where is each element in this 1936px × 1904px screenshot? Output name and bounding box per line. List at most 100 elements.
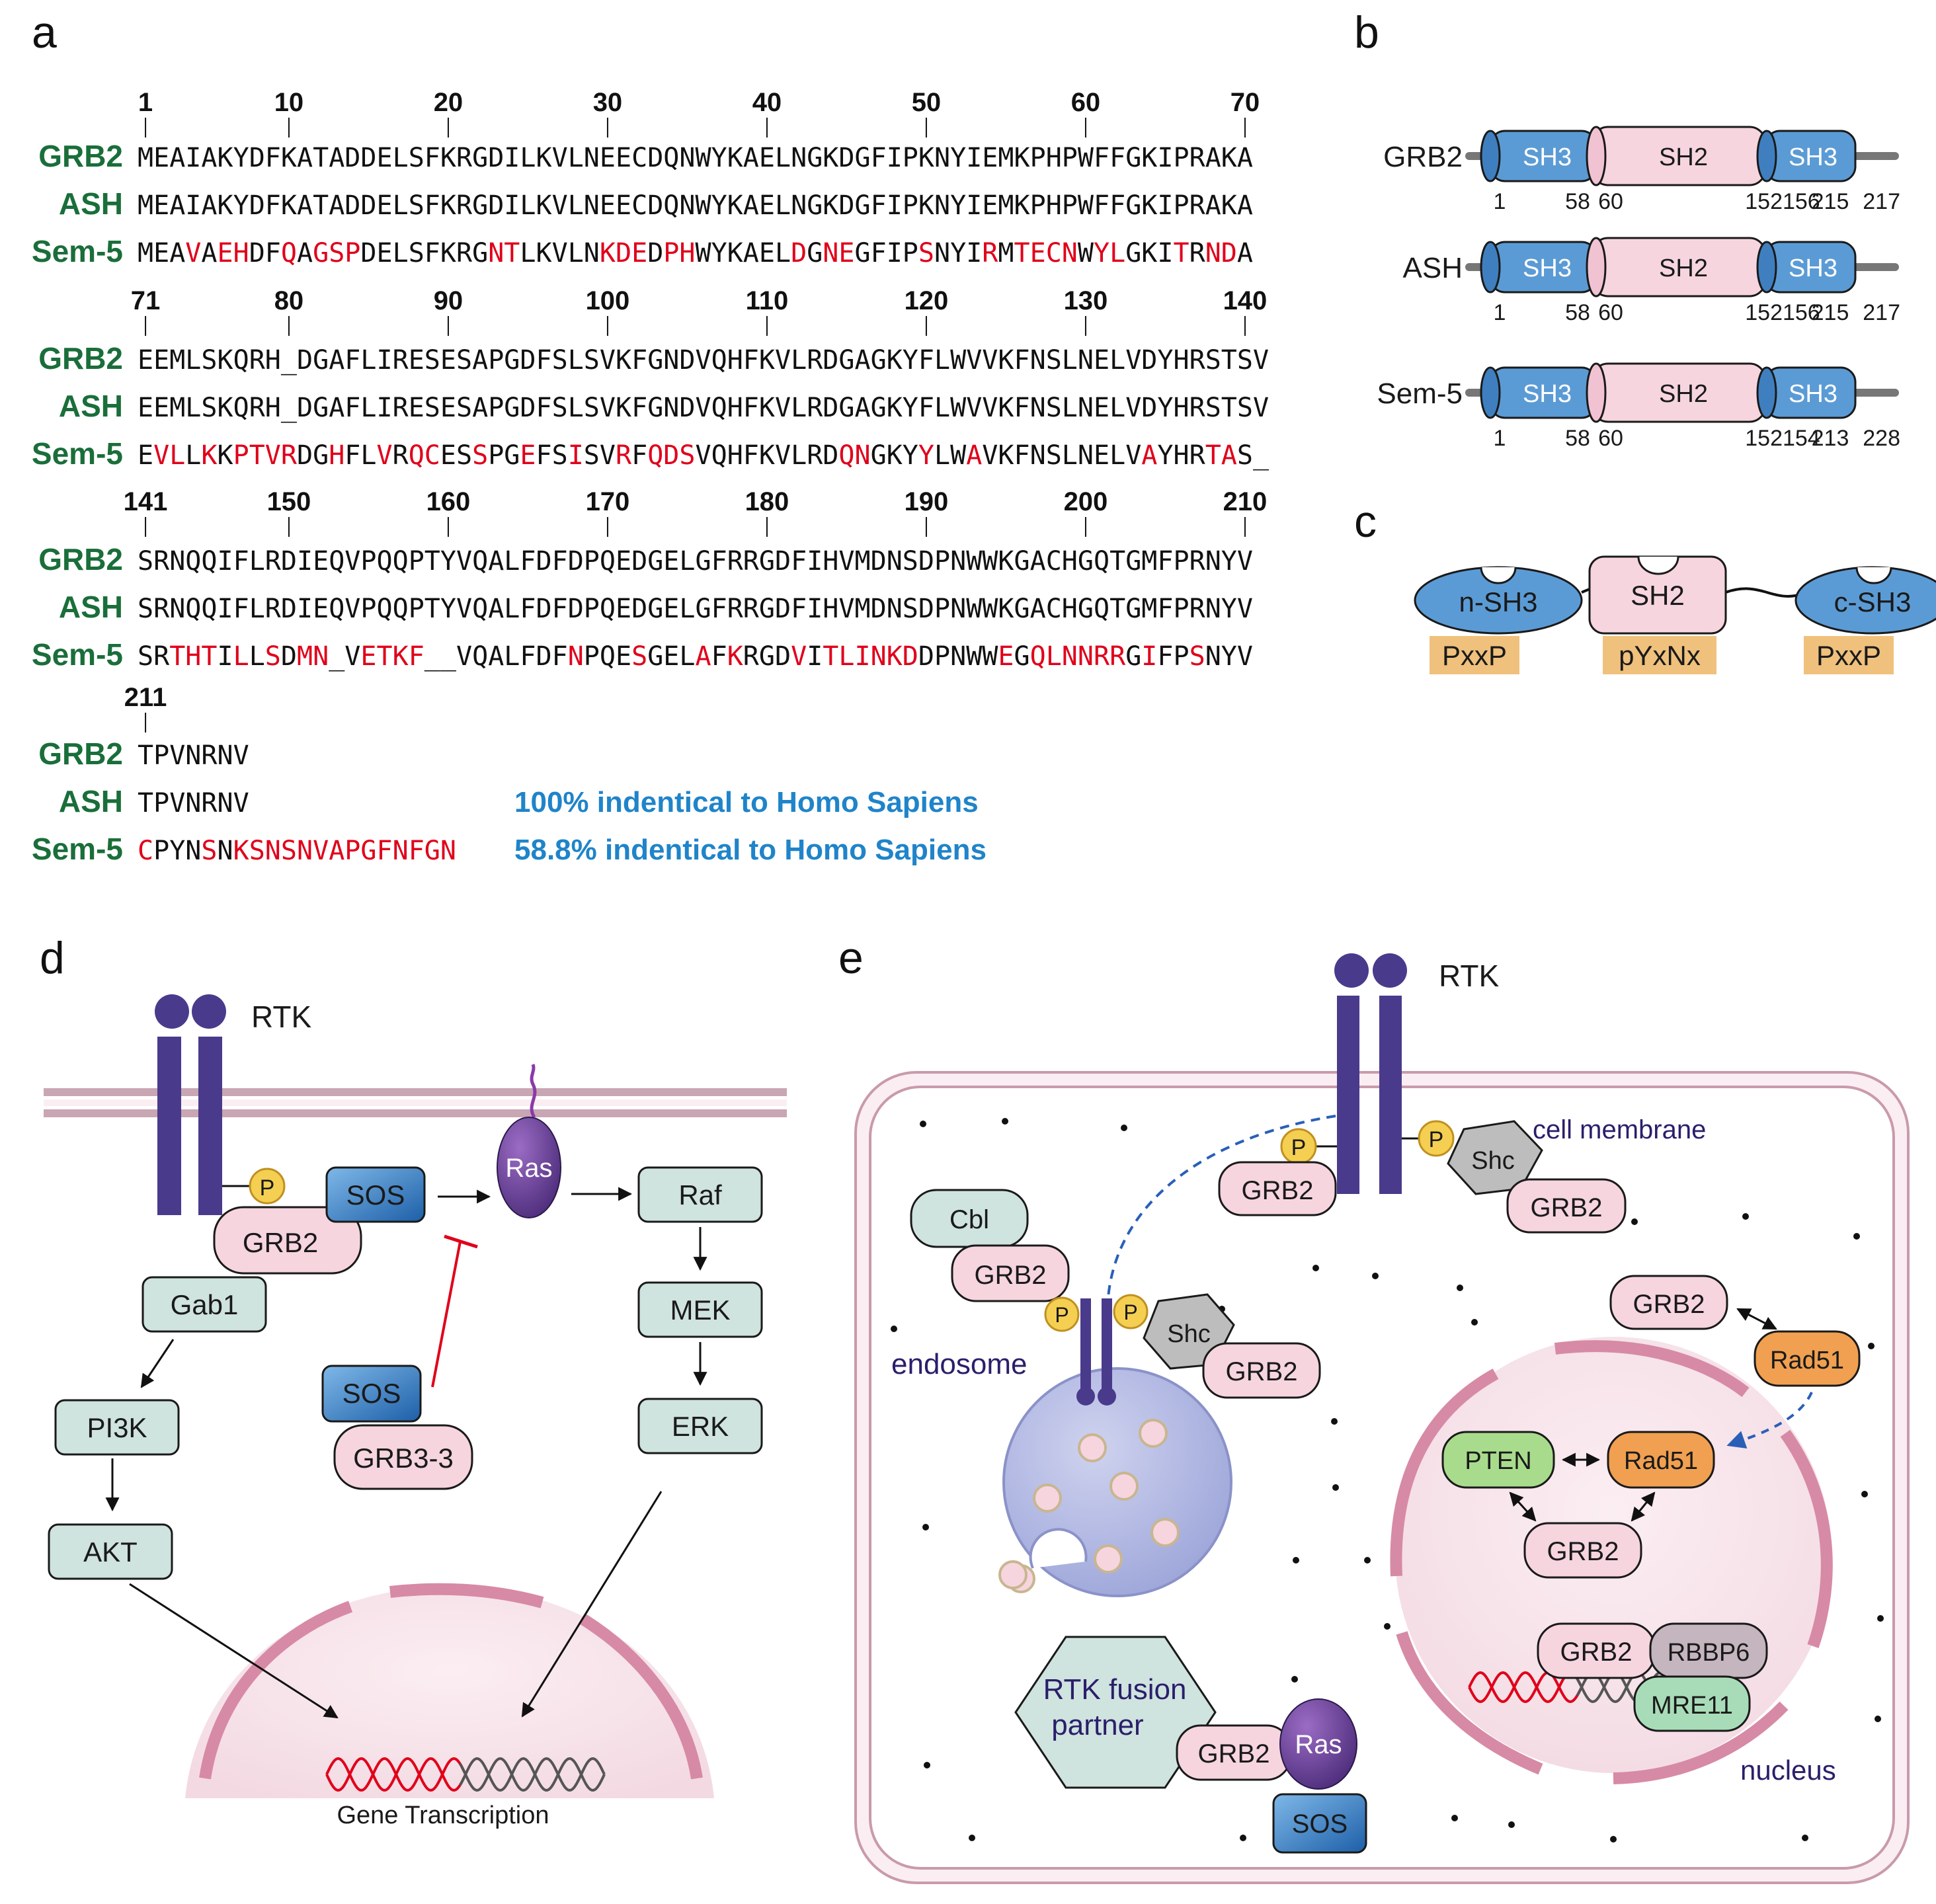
- grb2-e1-label: GRB2: [1242, 1176, 1314, 1205]
- nucleus-label: nucleus: [1740, 1755, 1836, 1786]
- residue-number: 215: [1812, 189, 1849, 214]
- erk-node: [637, 1398, 763, 1454]
- raf-label: Raf: [678, 1179, 722, 1210]
- species-label: ASH: [59, 590, 123, 624]
- shc-e2-label: Shc: [1167, 1320, 1210, 1348]
- endosome-label: endosome: [891, 1348, 1027, 1380]
- grb2-e6-label: GRB2: [1547, 1537, 1619, 1566]
- ruler-tick: 170: [586, 487, 630, 516]
- species-label: ASH: [59, 784, 123, 818]
- sos-label: SOS: [346, 1179, 405, 1210]
- protein-name: ASH: [1403, 252, 1463, 284]
- ruler-tick: 90: [434, 286, 464, 315]
- sequence-row: MEAIAKYDFKATADDELSFKRGDILKVLNEECDQNWYKAE…: [138, 143, 1253, 173]
- sh3-segment-label: SH3: [1523, 380, 1572, 408]
- sh2-segment-label: SH2: [1659, 380, 1708, 408]
- sequence-row: EEMLSKQRH_DGAFLIRESESAPGDFSLSVKFGNDVQHFK…: [138, 393, 1269, 423]
- motif-c-sh3: PxxP: [1816, 640, 1881, 671]
- residue-number: 1: [1494, 300, 1506, 325]
- ruler-tick: 30: [593, 88, 623, 117]
- cell-membrane-label: cell membrane: [1533, 1115, 1706, 1144]
- ruler-tick: 1: [138, 88, 153, 117]
- ruler-tick: 190: [905, 487, 949, 516]
- ruler-tick: 100: [586, 286, 630, 315]
- rtk-label: RTK: [251, 1000, 311, 1034]
- ruler-tick: 20: [434, 88, 464, 117]
- grb2-e3-label: GRB2: [975, 1261, 1047, 1290]
- ruler-tick: 80: [274, 286, 304, 315]
- panel-label-e: e: [838, 933, 864, 983]
- residue-number: 152154: [1745, 426, 1820, 451]
- species-label: GRB2: [38, 341, 123, 376]
- sh2-segment-label: SH2: [1659, 143, 1708, 171]
- fusion-label-1: RTK fusion: [1043, 1673, 1187, 1706]
- n-sh3-domain: [1414, 566, 1583, 635]
- ruler-tick: 50: [912, 88, 942, 117]
- pi3k-label: PI3K: [87, 1412, 147, 1443]
- rad51-e1-label: Rad51: [1770, 1347, 1844, 1374]
- n-sh3-label: n-SH3: [1459, 586, 1537, 617]
- nucleus-d: [185, 1587, 714, 1798]
- pi3k-node: [54, 1399, 180, 1456]
- p-e2: P: [1429, 1127, 1444, 1152]
- panel-label-d: d: [40, 933, 65, 983]
- grb2-e1: [1218, 1161, 1337, 1216]
- species-label: Sem-5: [32, 832, 123, 866]
- sh3-segment-label: SH3: [1789, 255, 1837, 282]
- mek-label: MEK: [670, 1294, 730, 1326]
- motif-n-sh3: PxxP: [1442, 640, 1507, 671]
- c-sh3-domain: [1795, 566, 1936, 635]
- grb2-label: GRB2: [243, 1227, 318, 1258]
- residue-number: 217: [1863, 300, 1900, 325]
- ruler-tick: 110: [746, 286, 789, 315]
- residue-number: 58: [1565, 189, 1590, 214]
- grb2-e6: [1523, 1522, 1642, 1579]
- cbl-e-label: Cbl: [949, 1205, 989, 1234]
- species-label: Sem-5: [32, 637, 123, 672]
- rad51-e2: [1607, 1431, 1715, 1489]
- protein-name: GRB2: [1383, 141, 1463, 173]
- identity-note: 100% indentical to Homo Sapiens: [514, 786, 979, 818]
- gab1-node: [141, 1276, 267, 1333]
- rtk-receptor-e: [1334, 953, 1407, 1194]
- erk-label: ERK: [672, 1411, 729, 1442]
- grb2-e4-label: GRB2: [1226, 1357, 1298, 1386]
- ruler-tick: 160: [426, 487, 471, 516]
- p-e3: P: [1055, 1303, 1069, 1327]
- ruler-tick: 210: [1223, 487, 1268, 516]
- mek-node: [637, 1281, 763, 1338]
- rtk-fusion-partner: [1014, 1636, 1217, 1789]
- sos-label-2: SOS: [343, 1378, 401, 1409]
- c-sh3-label: c-SH3: [1834, 586, 1912, 617]
- ruler-tick: 150: [267, 487, 311, 516]
- sos-e: [1272, 1793, 1367, 1854]
- ruler-tick: 211: [124, 683, 167, 712]
- ruler-tick: 140: [1223, 286, 1268, 315]
- grb3-3-label: GRB3-3: [353, 1443, 454, 1474]
- species-label: GRB2: [38, 736, 123, 771]
- grb2-e5-label: GRB2: [1633, 1290, 1705, 1319]
- dna-d: [325, 1757, 606, 1792]
- ruler-tick: 120: [905, 286, 949, 315]
- sh3-segment-label: SH3: [1789, 380, 1837, 408]
- ruler-tick: 71: [131, 286, 161, 315]
- ruler-tick: 40: [752, 88, 782, 117]
- residue-number: 60: [1598, 189, 1623, 214]
- residue-number: 215: [1812, 300, 1849, 325]
- sh3-segment-label: SH3: [1523, 255, 1572, 282]
- residue-number: 213: [1812, 426, 1849, 451]
- mre11-e: [1633, 1675, 1751, 1732]
- grb2-e8-label: GRB2: [1198, 1739, 1270, 1768]
- identity-note: 58.8% indentical to Homo Sapiens: [514, 834, 987, 866]
- residue-number: 152156: [1745, 300, 1820, 325]
- p-e4: P: [1123, 1300, 1137, 1324]
- species-label: GRB2: [38, 542, 123, 576]
- sos-node-2: [321, 1365, 422, 1423]
- species-label: ASH: [59, 186, 123, 221]
- sequence-row: EVLLKKPTVRDGHFLVRQCESSPGEFSISVRFQDSVQHFK…: [138, 440, 1270, 471]
